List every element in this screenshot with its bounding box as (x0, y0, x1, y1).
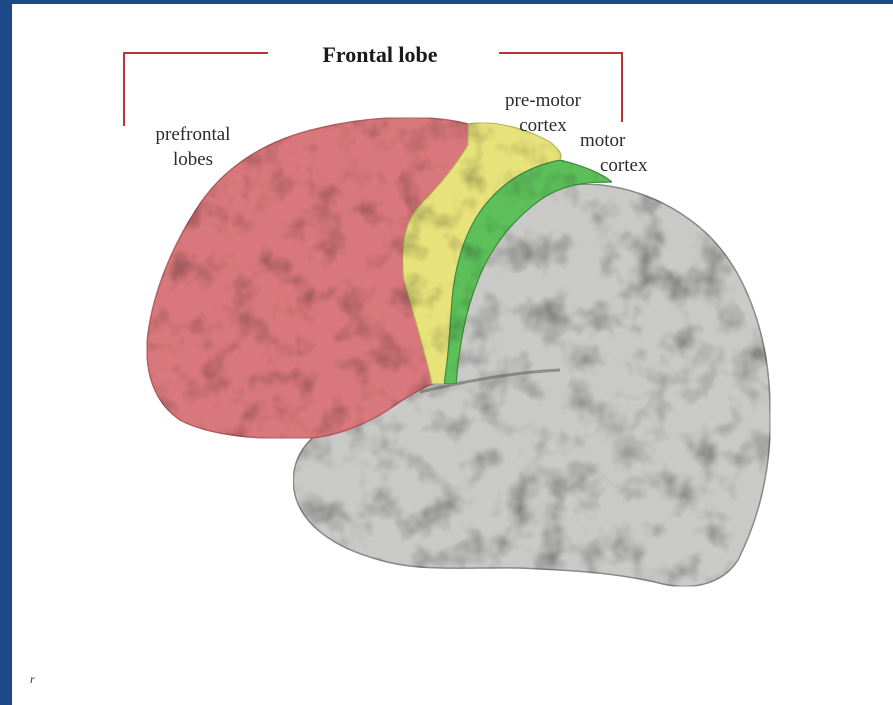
motor-label-line1: motor (580, 128, 650, 153)
prefrontal-label-line2: lobes (138, 147, 248, 172)
corner-mark: r (30, 672, 35, 687)
diagram-title: Frontal lobe (300, 42, 460, 67)
prefrontal-label: prefrontal lobes (138, 122, 248, 172)
motor-label: motor cortex (580, 128, 650, 178)
prefrontal-label-line1: prefrontal (138, 122, 248, 147)
bracket-left-line (124, 53, 268, 126)
premotor-label-line1: pre-motor (488, 88, 598, 113)
motor-label-line2: cortex (580, 153, 650, 178)
